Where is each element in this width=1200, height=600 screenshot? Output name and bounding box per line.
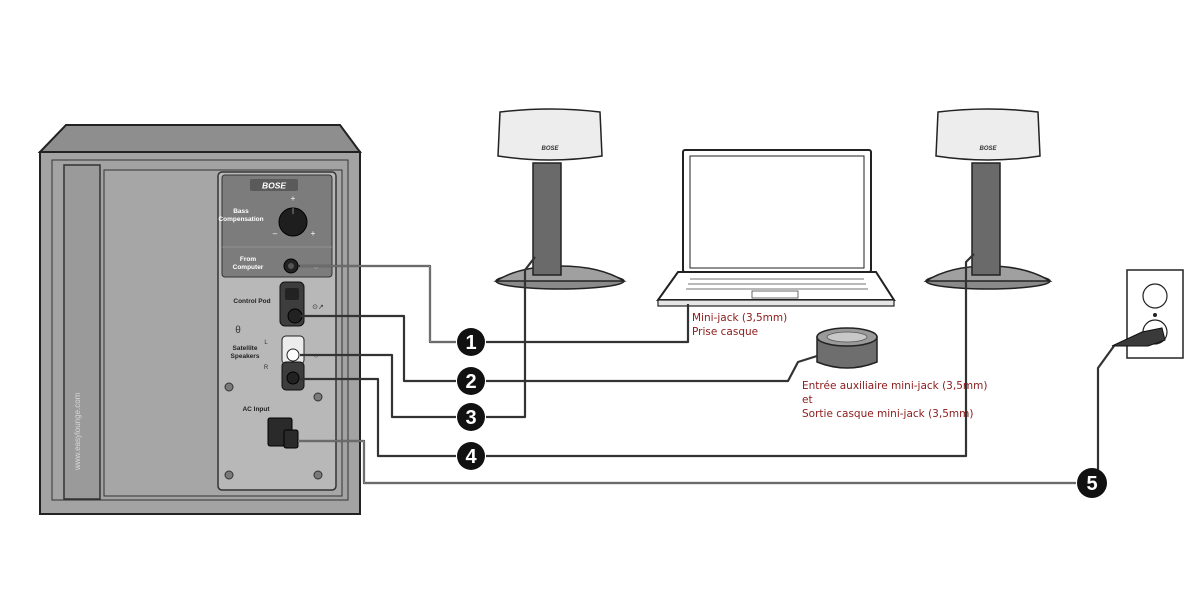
svg-text:+: + xyxy=(291,194,296,203)
laptop-jack-label: Mini-jack (3,5mm) xyxy=(692,312,787,324)
pod-and-label: et xyxy=(802,394,813,406)
svg-text:4: 4 xyxy=(465,446,477,468)
svg-text:1: 1 xyxy=(465,332,476,354)
satellite-right-logo: BOSE xyxy=(979,146,997,152)
top-control-panel xyxy=(221,174,333,278)
control-pod xyxy=(816,327,878,369)
satellite-left-logo: BOSE xyxy=(541,146,559,152)
step-2: 2 xyxy=(457,367,485,395)
lock-icon: θ xyxy=(235,325,241,336)
satellite-speaker-right: BOSE xyxy=(923,108,1053,290)
satellite-label: Satellite xyxy=(233,345,258,352)
satellite-speaker-left: BOSE xyxy=(493,108,627,290)
svg-text:2: 2 xyxy=(465,371,476,393)
step-3: 3 xyxy=(457,403,485,431)
svg-text:⊙↗: ⊙↗ xyxy=(312,304,324,311)
ac-input-label: AC Input xyxy=(242,406,270,413)
svg-text:–: – xyxy=(273,229,278,238)
svg-text:R: R xyxy=(264,365,269,371)
svg-text:Speakers: Speakers xyxy=(231,353,260,360)
svg-text:BOSE: BOSE xyxy=(262,181,286,191)
step-1: 1 xyxy=(457,328,485,356)
pod-aux-label: Entrée auxiliaire mini-jack (3,5mm) xyxy=(802,380,987,392)
step-5: 5 xyxy=(1077,468,1107,498)
laptop xyxy=(656,149,896,307)
watermark: www.easylounge.com xyxy=(73,392,82,471)
svg-text:+: + xyxy=(311,229,316,238)
svg-text:Compensation: Compensation xyxy=(218,216,263,223)
svg-text:Computer: Computer xyxy=(233,264,264,271)
bass-label: Bass xyxy=(233,208,249,215)
step-4: 4 xyxy=(457,442,485,470)
svg-text:L: L xyxy=(264,340,268,346)
bose-logo xyxy=(250,179,298,191)
subwoofer: www.easylounge.com BOSE Bass Compensatio… xyxy=(37,124,362,515)
laptop-headphone-label: Prise casque xyxy=(692,326,758,338)
control-pod-label: Control Pod xyxy=(233,298,270,305)
cables xyxy=(298,253,1115,485)
pod-headphone-label: Sortie casque mini-jack (3,5mm) xyxy=(802,408,973,420)
svg-text:5: 5 xyxy=(1086,473,1097,495)
wall-outlet xyxy=(1111,269,1184,359)
svg-text:3: 3 xyxy=(465,407,476,429)
from-computer-label: From xyxy=(240,256,256,263)
